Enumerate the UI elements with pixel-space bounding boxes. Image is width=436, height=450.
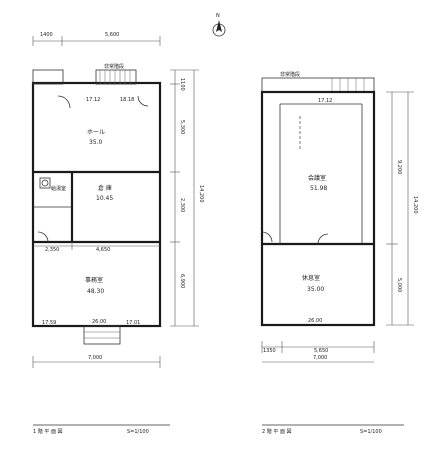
floor1-right-dim-3: 2,300 (179, 198, 185, 212)
floor1-bottom-entrance (83, 325, 121, 345)
floor1-right-dim-4: 6,900 (179, 274, 185, 288)
compass-label: N (216, 13, 220, 19)
floor2-room-rest: 休息室 (302, 274, 320, 282)
floor1-entry (32, 69, 64, 85)
floor2-plan: 非常階段 会議室 51.98 休息室 35.00 17.12 26.00 9,2… (260, 71, 418, 435)
floor1-room-hall: ホール (87, 129, 105, 136)
floor2-right-total: 14,200 (412, 196, 418, 214)
floor1-scale: S=1/100 (127, 429, 149, 435)
floor1-wall-label-2: 18.18 (120, 97, 134, 103)
floor2-exterior-stair (261, 77, 375, 93)
floor1-title: 1 階 平 面 図 (33, 428, 63, 435)
floor1-room-office: 事務室 (85, 276, 103, 284)
floor2-room-rest-area: 35.00 (307, 286, 324, 293)
floor1-bottom-total: 7,000 (88, 355, 102, 361)
floor2-right-dim-2: 5,000 (396, 278, 402, 292)
floor1-room-kitchen: 給湯室 (51, 185, 66, 192)
floor2-room-meeting-area: 51.98 (310, 185, 327, 192)
north-arrow-icon: N (212, 13, 226, 37)
floor2-wall-label-2: 26.00 (308, 318, 322, 324)
floor2-bottom-dim-1: 1350 (263, 348, 276, 354)
floor1-mid-dim-2: 4,650 (96, 247, 110, 253)
floor1-top-dim-2: 5,600 (105, 32, 119, 38)
floor2-room-meeting: 会議室 (308, 174, 326, 182)
floor1-room-storage-area: 10.45 (96, 195, 113, 202)
floor2-title: 2 階 平 面 図 (262, 428, 292, 435)
floor1-room-office-area: 48.30 (87, 288, 104, 295)
floor1-right-dim-1: 1100 (179, 78, 185, 91)
floor1-right-dimensions (170, 69, 199, 327)
floor2-right-dim-1: 9,200 (396, 160, 402, 174)
floor2-scale: S=1/100 (360, 429, 382, 435)
floor1-stair-label: 非常階段 (104, 63, 124, 70)
floor1-top-dimensions: 1400 5,600 (32, 32, 161, 46)
floor1-wall-label-3: 17.59 (42, 320, 56, 326)
floor1-room-hall-area: 35.0 (89, 139, 103, 146)
floor1-exterior-stair (95, 69, 137, 85)
floor1-wall-label-5: 17.01 (126, 320, 140, 326)
floor1-wall-label-4: 26.00 (92, 319, 106, 325)
floor2-right-dimensions (386, 91, 414, 326)
floor2-bottom-dim-2: 5,650 (314, 348, 328, 354)
floor1-top-dim-1: 1400 (40, 32, 53, 38)
floor1-mid-dim-1: 2,350 (45, 247, 59, 253)
floor1-plan: 1400 5,600 非常階段 (31, 32, 204, 435)
floor2-outer-wall (260, 90, 376, 327)
floor1-room-storage: 倉 庫 (98, 184, 112, 192)
floor1-wall-label-1: 17.12 (86, 97, 100, 103)
floor2-wall-label-1: 17.12 (318, 98, 332, 104)
floor1-right-total: 14,200 (198, 185, 204, 203)
sink-icon (39, 177, 51, 189)
floor2-bottom-total: 7,000 (313, 355, 327, 361)
floor2-stair-label: 非常階段 (280, 71, 300, 78)
floor1-right-dim-2: 5,300 (179, 120, 185, 134)
